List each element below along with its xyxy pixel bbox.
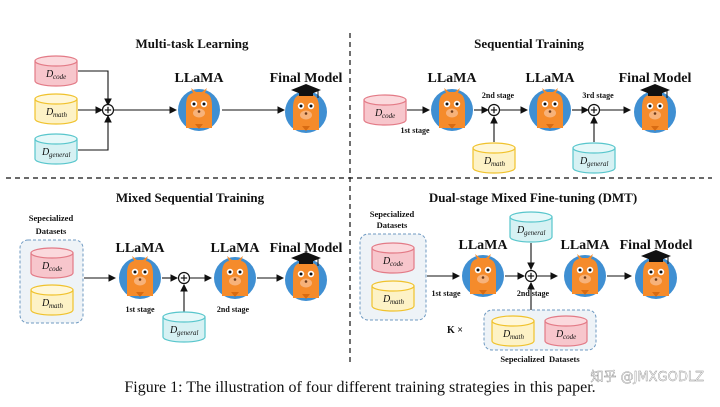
final-model-label: Final Model	[270, 71, 343, 86]
stage-label: 1st stage	[431, 289, 461, 298]
plus-node	[101, 103, 115, 117]
llama-label: LLaMA	[459, 238, 509, 253]
svg-text:code: code	[53, 73, 66, 81]
specialized-datasets-label: Sepecialized	[370, 209, 415, 219]
specialized-datasets-label-2: Datasets	[36, 226, 67, 236]
plus-node	[587, 103, 601, 117]
final-model-label: Final Model	[619, 71, 692, 86]
svg-text:D: D	[382, 294, 391, 305]
llama-icon	[462, 254, 504, 297]
stage-label: 1st stage	[125, 305, 155, 314]
svg-text:D: D	[483, 156, 492, 167]
svg-text:code: code	[563, 333, 576, 341]
panel-title: Mixed Sequential Training	[116, 190, 265, 205]
llama-icon	[214, 256, 256, 299]
watermark: 知乎 @JMXGODLZ	[590, 369, 704, 385]
svg-text:code: code	[382, 112, 395, 120]
svg-text:D: D	[374, 108, 383, 119]
svg-text:D: D	[41, 298, 50, 309]
svg-text:math: math	[510, 333, 525, 341]
llama-label: LLaMA	[526, 71, 576, 86]
panel-mixed-sequential: Mixed Sequential Training Sepecialized D…	[19, 190, 343, 343]
llama-label: LLaMA	[561, 238, 611, 253]
svg-text:code: code	[390, 260, 403, 268]
svg-text:D: D	[41, 147, 50, 158]
svg-text:general: general	[524, 229, 545, 237]
svg-text:general: general	[587, 160, 608, 168]
svg-text:math: math	[491, 160, 506, 168]
stage-label: 2nd stage	[217, 305, 250, 314]
stage-label: 2nd stage	[482, 91, 515, 100]
figure-caption: Figure 1: The illustration of four diffe…	[124, 379, 595, 396]
svg-text:D: D	[382, 256, 391, 267]
svg-text:math: math	[390, 298, 405, 306]
svg-text:math: math	[49, 302, 64, 310]
llama-icon	[564, 254, 606, 297]
svg-text:code: code	[49, 265, 62, 273]
final-model-label: Final Model	[620, 238, 693, 253]
svg-text:math: math	[53, 111, 68, 119]
svg-text:D: D	[45, 107, 54, 118]
stage-label: 1st stage	[400, 126, 430, 135]
graduate-llama-icon	[285, 84, 327, 133]
panel-title: Dual-stage Mixed Fine-tuning (DMT)	[429, 190, 637, 205]
panel-title: Sequential Training	[474, 36, 584, 51]
k-times-label: K ×	[447, 325, 463, 336]
plus-node	[487, 103, 501, 117]
svg-text:D: D	[555, 329, 564, 340]
svg-text:D: D	[169, 325, 178, 336]
svg-text:D: D	[579, 156, 588, 167]
llama-label: LLaMA	[175, 71, 225, 86]
svg-text:general: general	[49, 151, 70, 159]
svg-text:D: D	[516, 225, 525, 236]
specialized-datasets-label-2: Datasets	[377, 220, 408, 230]
llama-icon	[119, 256, 161, 299]
graduate-llama-icon	[285, 252, 327, 301]
svg-text:general: general	[177, 329, 198, 337]
graduate-llama-icon	[634, 84, 676, 133]
panel-title: Multi-task Learning	[135, 36, 249, 51]
plus-node	[177, 271, 191, 285]
bottom-datasets-label: Sepecialized Datasets	[500, 354, 580, 364]
final-model-label: Final Model	[270, 241, 343, 256]
stage-label: 2nd stage	[517, 289, 550, 298]
llama-label: LLaMA	[211, 241, 261, 256]
stage-label: 3rd stage	[582, 91, 614, 100]
llama-label: LLaMA	[116, 241, 166, 256]
svg-text:D: D	[41, 261, 50, 272]
llama-icon	[431, 88, 473, 131]
panel-dmt: Dual-stage Mixed Fine-tuning (DMT) Sepec…	[359, 190, 693, 364]
svg-text:D: D	[45, 69, 54, 80]
specialized-datasets-label: Sepecialized	[29, 213, 74, 223]
llama-label: LLaMA	[428, 71, 478, 86]
svg-text:知乎 @JMXGODLZ: 知乎 @JMXGODLZ	[590, 369, 704, 385]
svg-text:D: D	[502, 329, 511, 340]
llama-icon	[529, 88, 571, 131]
llama-icon	[178, 88, 220, 131]
graduate-llama-icon	[635, 250, 677, 299]
plus-node	[524, 269, 538, 283]
